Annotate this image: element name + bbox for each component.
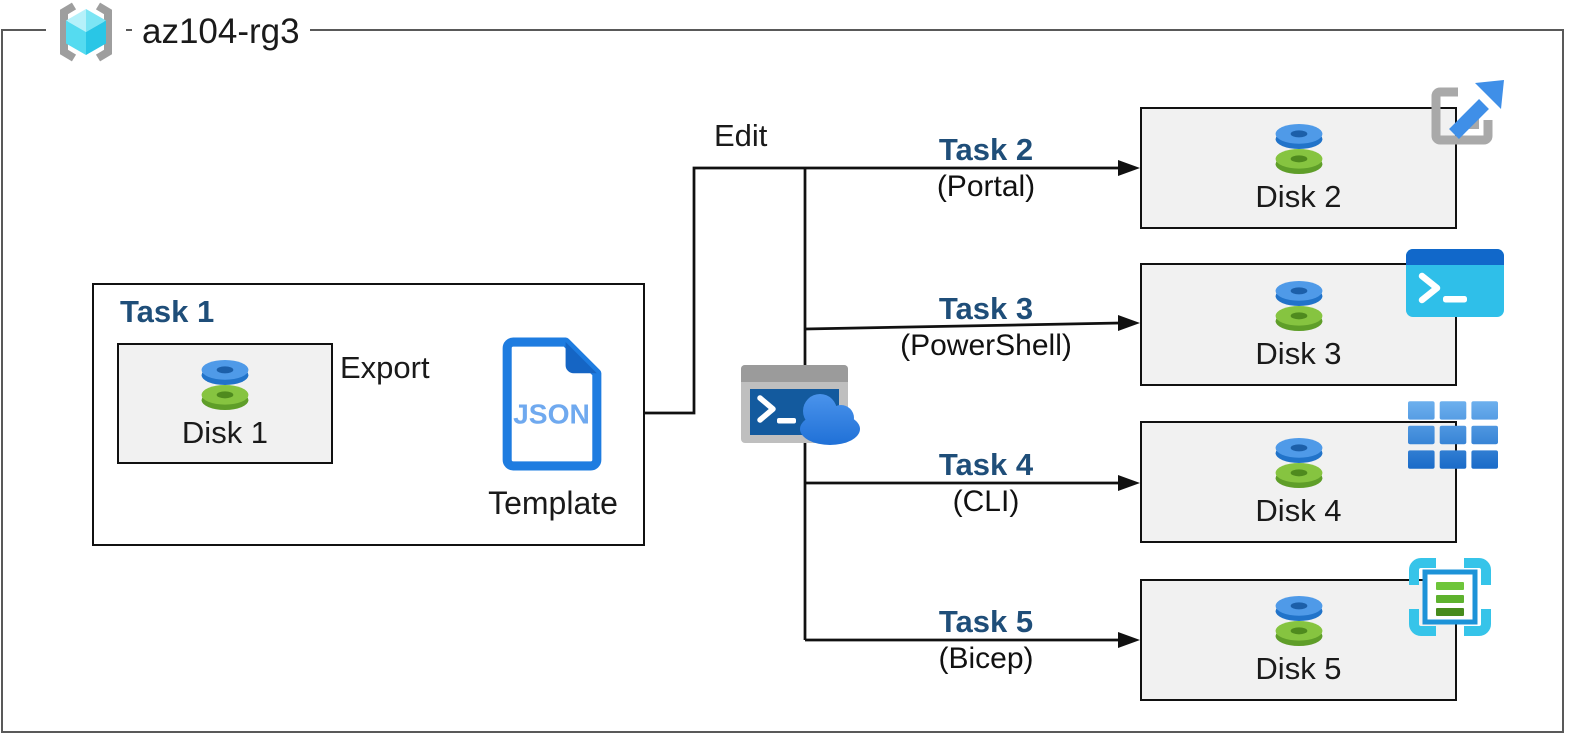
left-brace xyxy=(60,2,77,62)
disk1-box: Disk 1 xyxy=(117,343,333,464)
json-file-type: JSON xyxy=(513,398,590,430)
corner-brackets xyxy=(1409,558,1491,636)
task5-label-group: Task 5 (Bicep) xyxy=(862,603,1110,678)
arrow-head xyxy=(1475,80,1504,109)
edit-label: Edit xyxy=(714,118,768,153)
task5-title: Task 5 xyxy=(938,604,1034,639)
task4-method: (CLI) xyxy=(952,485,1020,518)
disk4-box: Disk 4 xyxy=(1140,421,1457,543)
disk1-label: Disk 1 xyxy=(181,414,269,450)
cloud-shape xyxy=(800,394,860,445)
disk2-box: Disk 2 xyxy=(1140,107,1457,229)
task5-method: (Bicep) xyxy=(938,642,1034,675)
template-label: Template xyxy=(488,485,618,521)
bicep-icon xyxy=(1409,558,1491,636)
task3-title: Task 3 xyxy=(938,291,1034,326)
terminal-titlebar xyxy=(1406,249,1504,265)
arrow-shaft xyxy=(1449,99,1489,139)
prompt-chevron xyxy=(1418,272,1441,304)
task4-label-group: Task 4 (CLI) xyxy=(862,446,1110,521)
disk5-box: Disk 5 xyxy=(1140,579,1457,701)
disk3-label: Disk 3 xyxy=(1255,335,1342,371)
managed-disk-icon xyxy=(187,357,263,413)
task2-method: (Portal) xyxy=(936,170,1036,203)
tile-grid xyxy=(1408,401,1498,469)
template-lines xyxy=(1436,582,1464,616)
powershell-icon xyxy=(1406,249,1504,317)
cloud-shell-icon xyxy=(741,365,860,445)
cli-icon xyxy=(1408,401,1498,469)
terminal-body xyxy=(1406,249,1504,317)
json-file-icon: JSON xyxy=(502,337,602,471)
cube xyxy=(66,9,106,55)
window-titlebar xyxy=(741,365,848,382)
task3-label-group: Task 3 (PowerShell) xyxy=(862,290,1110,365)
right-brace xyxy=(95,2,112,62)
open-square xyxy=(1431,87,1493,145)
managed-disk-icon xyxy=(1261,435,1337,491)
disk2-label: Disk 2 xyxy=(1255,179,1342,214)
task2-label-group: Task 2 (Portal) xyxy=(862,131,1110,206)
resource-group-label: az104-rg3 xyxy=(132,10,310,54)
managed-disk-icon xyxy=(1261,278,1337,334)
resource-group-border xyxy=(1,29,1564,733)
managed-disk-icon xyxy=(1261,593,1337,649)
managed-disk-icon xyxy=(1261,121,1337,177)
task2-title: Task 2 xyxy=(938,132,1034,167)
disk4-label: Disk 4 xyxy=(1255,493,1342,528)
disk3-box: Disk 3 xyxy=(1140,263,1457,386)
template-sheet xyxy=(1422,569,1478,625)
task1-title: Task 1 xyxy=(120,294,215,329)
disk5-label: Disk 5 xyxy=(1255,651,1342,686)
resource-group-icon xyxy=(46,1,126,63)
task4-title: Task 4 xyxy=(938,447,1034,482)
azure-portal-icon xyxy=(1431,80,1504,145)
task3-method: (PowerShell) xyxy=(900,329,1072,362)
prompt-underscore xyxy=(1443,296,1467,303)
prompt-underscore xyxy=(777,418,796,424)
export-label: Export xyxy=(340,350,430,385)
